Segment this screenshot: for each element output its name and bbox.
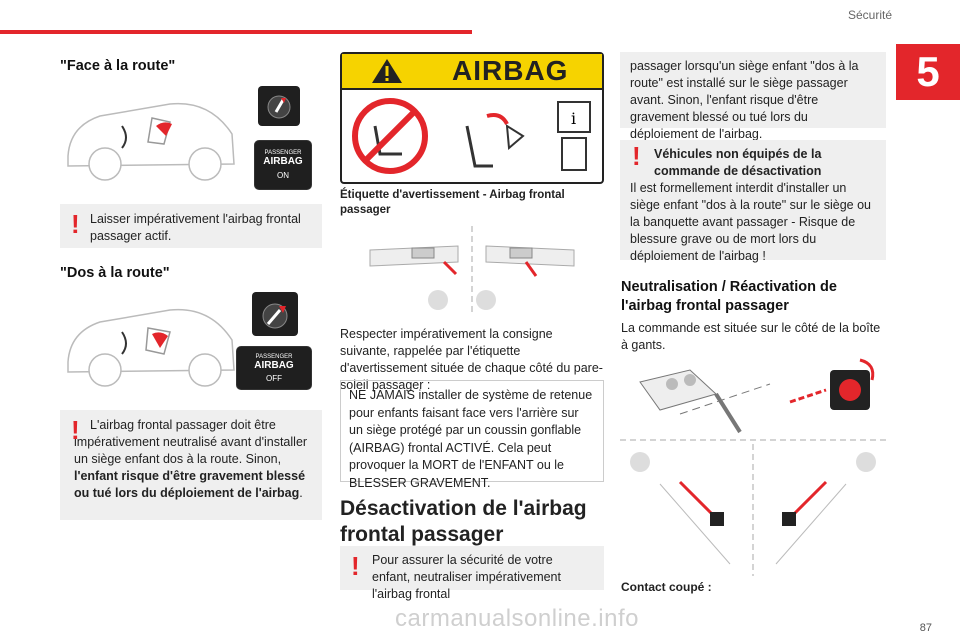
dos-route-title: "Dos à la route" [60, 265, 170, 281]
warning-deactivate-airbag: ! L'airbag frontal passager doit être im… [60, 410, 322, 520]
section-title: Sécurité [847, 8, 892, 22]
warning-icon: ! [71, 415, 80, 445]
warning-keep-airbag-active: ! Laisser impérativement l'airbag fronta… [60, 204, 322, 248]
airbag-deploy-icon [447, 96, 537, 176]
airbag-switch-off-icon [252, 292, 298, 336]
car-dos-illustration [60, 290, 240, 394]
warning-boxed-text: NE JAMAIS installer de système de retenu… [340, 380, 604, 490]
contact-off-label: Contact coupé : [621, 580, 712, 594]
consigne-paragraph: Respecter impérativement la consigne sui… [340, 327, 603, 392]
warning-no-deactivation: ! Véhicules non équipés de la commande d… [620, 140, 886, 263]
svg-text:i: i [571, 109, 576, 128]
glovebox-switch-illustration [620, 354, 886, 576]
command-location-paragraph: La commande est située sur le côté de la… [621, 321, 881, 352]
airbag-switch-on-icon [258, 86, 300, 126]
section-heading-neutralisation: Neutralisation / Réactivation de l'airba… [621, 279, 837, 314]
passenger-airbag-off-panel: PASSENGER AIRBAG OFF [236, 346, 312, 390]
warning-continued: passager lorsqu'un siège enfant "dos à l… [620, 52, 886, 141]
no-rear-facing-seat-icon [350, 96, 430, 176]
hazard-triangle-icon [370, 57, 404, 85]
sunvisor-illustration [340, 222, 604, 318]
header-accent-bar [0, 30, 472, 34]
car-face-illustration [60, 86, 240, 190]
warning-child-safety: ! Pour assurer la sécurité de votre enfa… [340, 546, 604, 601]
warning-icon: ! [351, 551, 360, 581]
warning-icon: ! [71, 209, 80, 239]
airbag-warning-label: AIRBAG i [340, 52, 604, 184]
warning-icon: ! [632, 141, 641, 171]
label-caption: Étiquette d'avertissement - Airbag front… [340, 189, 565, 216]
section-heading-deactivation: Désactivation de l'airbag frontal passag… [340, 497, 587, 546]
watermark: carmanualsonline.info [395, 605, 639, 632]
chapter-number: 5 [896, 44, 960, 100]
page-number: 87 [919, 622, 932, 634]
manual-book-icon: i [554, 96, 594, 176]
airbag-label-title: AIRBAG [452, 55, 569, 86]
face-route-title: "Face à la route" [60, 58, 176, 74]
passenger-airbag-on-panel: PASSENGER AIRBAG ON [254, 140, 312, 190]
